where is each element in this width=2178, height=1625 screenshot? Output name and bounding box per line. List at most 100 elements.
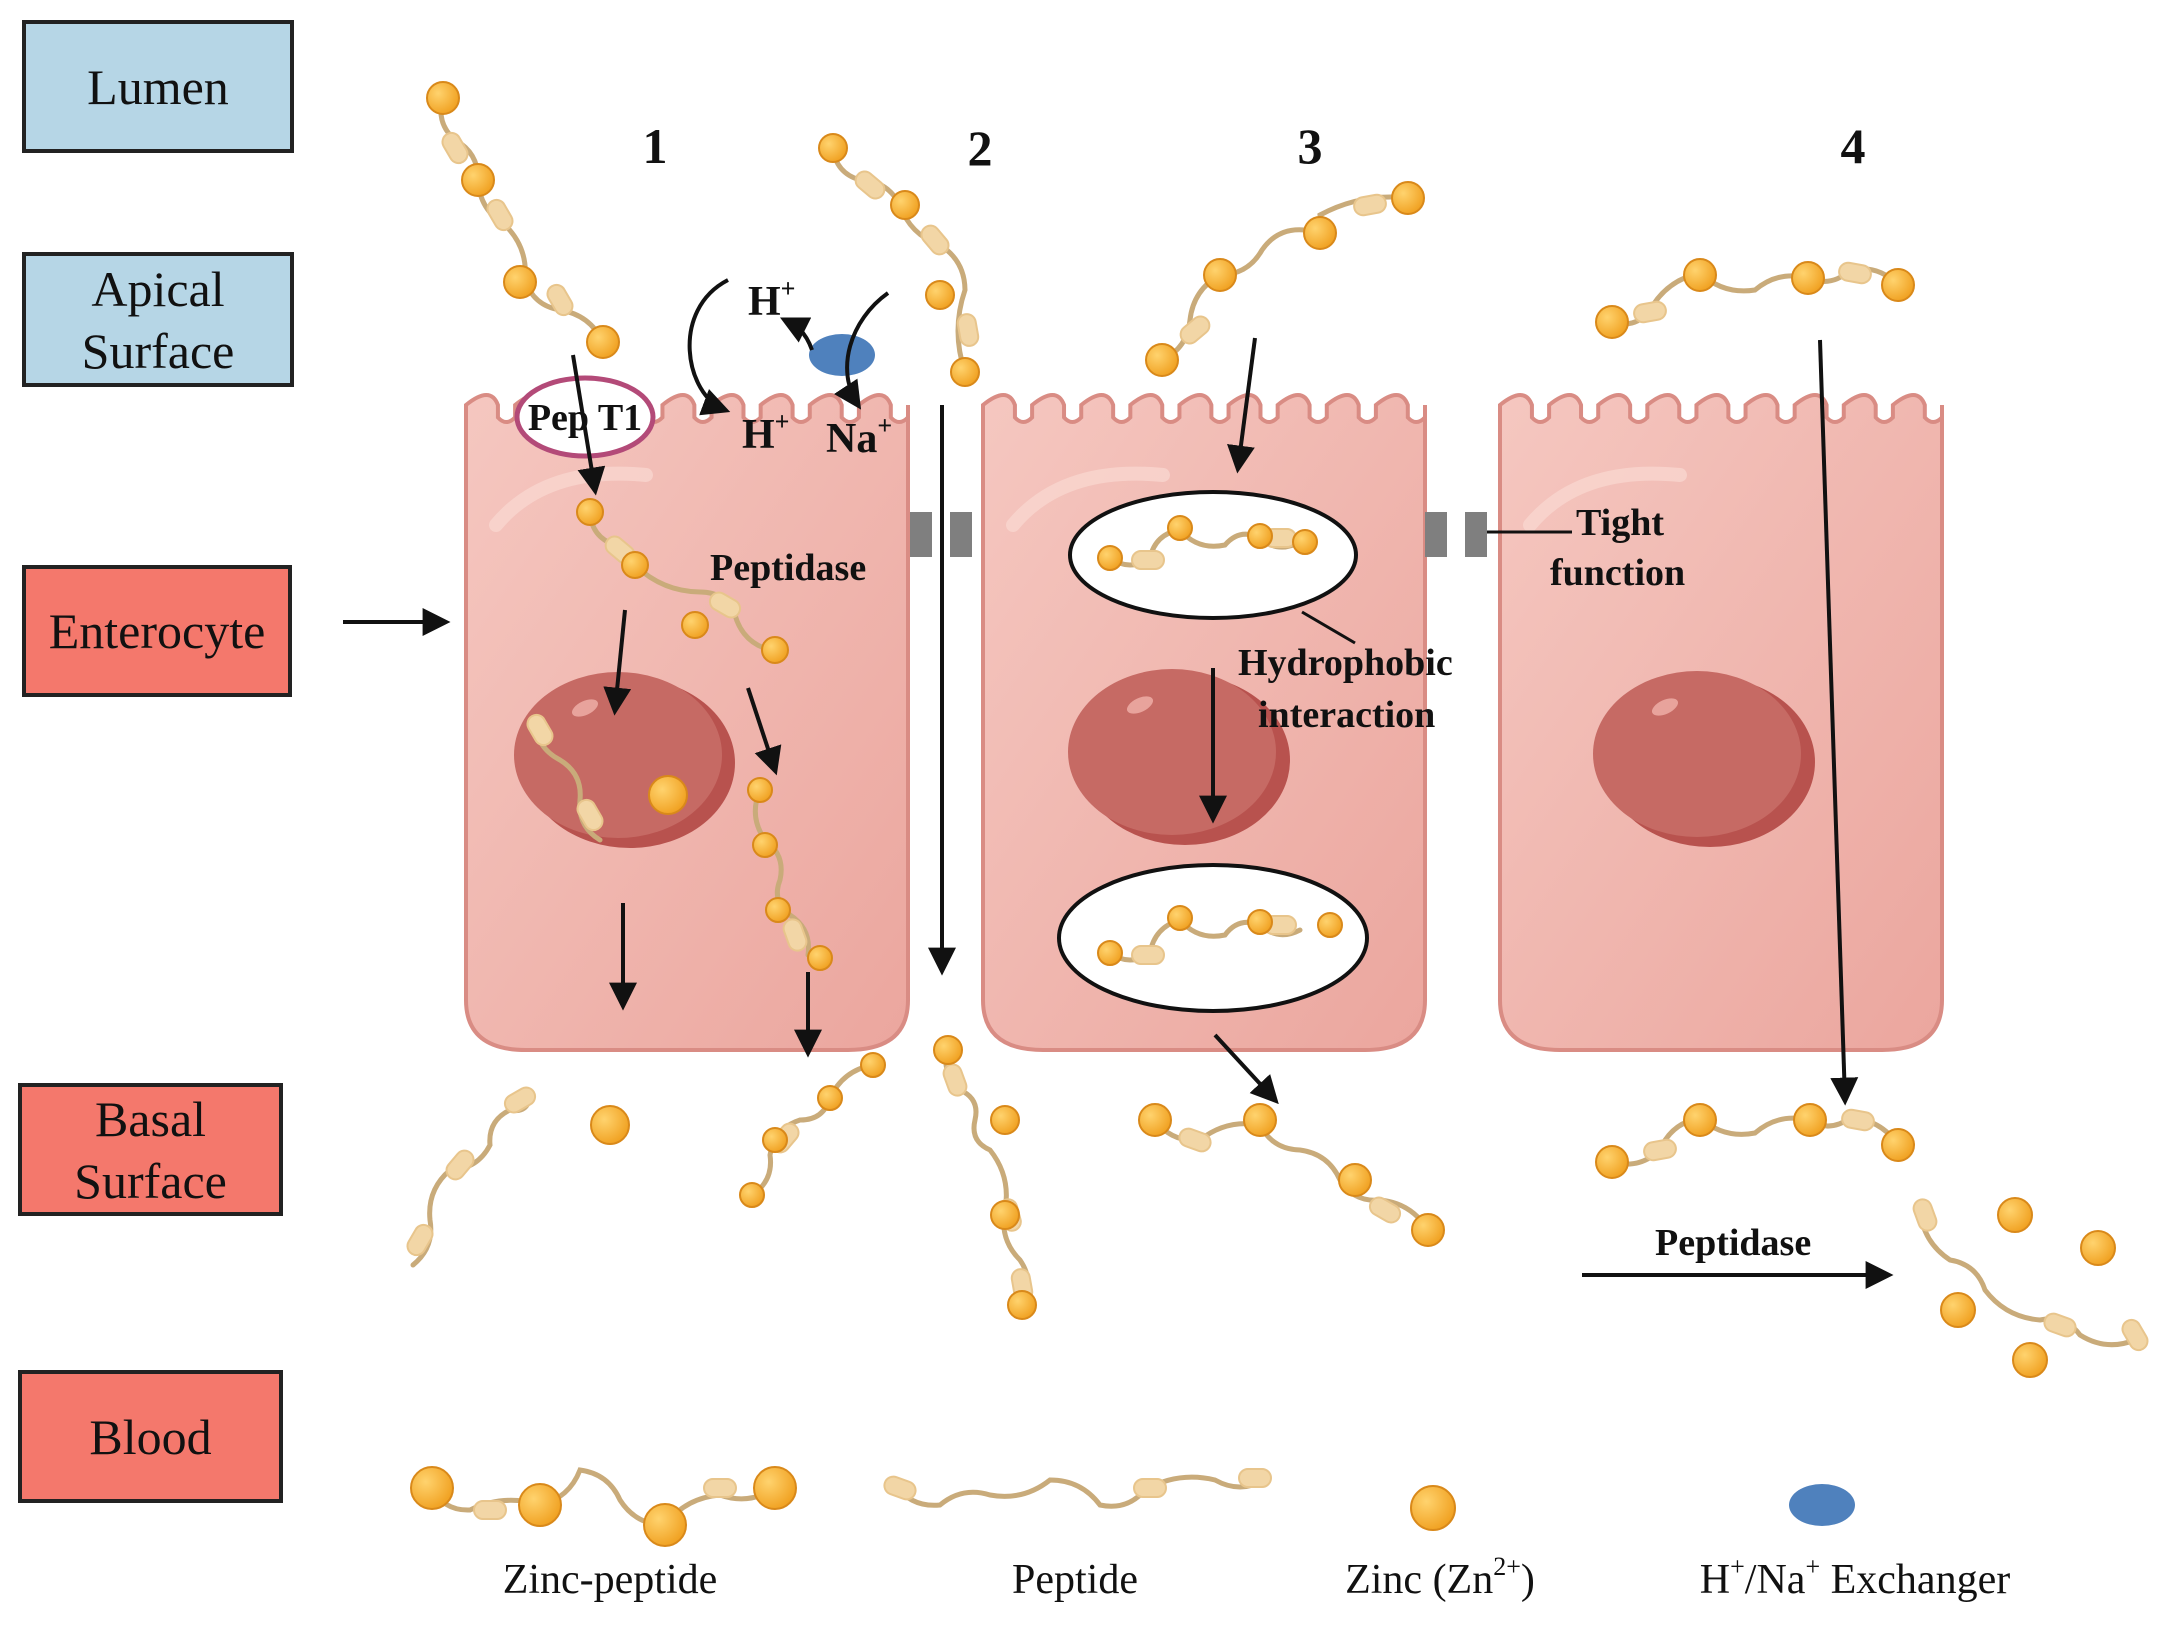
arrow-na-in bbox=[834, 291, 890, 410]
peptide-cell-1a-residue-1 bbox=[576, 798, 604, 832]
zinc-peptide-vesicle-bottom-zinc-2 bbox=[1247, 909, 1273, 935]
zinc-peptide-lumen-3-zinc-1 bbox=[1203, 258, 1237, 292]
zinc-peptide-basal-4 bbox=[1138, 1103, 1445, 1247]
label-lumen: Lumen bbox=[22, 20, 294, 153]
arrow-h-in bbox=[687, 278, 731, 416]
pathway-number-4: 4 bbox=[1841, 118, 1866, 174]
zinc-peptide-lumen-1-zinc-0 bbox=[426, 81, 460, 115]
zinc-peptide-vesicle-top-zinc-1 bbox=[1167, 515, 1193, 541]
zinc-peptide-lumen-1-zinc-2 bbox=[503, 265, 537, 299]
h-plus-lumen-label: H+ bbox=[748, 274, 796, 325]
legend-exchanger-label: H+/Na+ Exchanger bbox=[1700, 1552, 2010, 1603]
zinc-peptide-cell-1b-zinc-3 bbox=[807, 945, 833, 971]
zinc-peptide-lumen-4-zinc-1 bbox=[1683, 258, 1717, 292]
peptidase-blood-label: Peptidase bbox=[1655, 1222, 1811, 1264]
nucleus-cell-3 bbox=[1593, 671, 1815, 847]
zinc-peptide-vesicle-top-residue-0 bbox=[1131, 550, 1165, 570]
zinc-peptide-lumen-4-residue-1 bbox=[1838, 261, 1872, 285]
legend-peptide-icon-residue-0 bbox=[883, 1475, 917, 1501]
legend-zinc-peptide-icon-residue-1 bbox=[703, 1478, 737, 1498]
h-plus-cell-label: H+ bbox=[742, 407, 790, 458]
zinc-peptide-lumen-2-zinc-2 bbox=[925, 280, 955, 310]
zinc-peptide-lumen-1-residue-2 bbox=[546, 283, 574, 317]
zinc-peptide-lumen-4-zinc-0 bbox=[1595, 305, 1629, 339]
legend-zinc-label: Zinc (Zn2+) bbox=[1345, 1552, 1535, 1603]
exchanger-icon bbox=[809, 334, 875, 376]
zinc-peptide-basal-4-residue-0 bbox=[1178, 1127, 1212, 1153]
zinc-peptide-lumen-2-residue-1 bbox=[920, 224, 950, 256]
zinc-peptide-basal-5-residue-1 bbox=[1841, 1108, 1875, 1132]
zinc-peptide-basal-3-zinc-3 bbox=[1007, 1290, 1037, 1320]
legend-zinc-peptide-icon-zinc-0 bbox=[410, 1466, 454, 1510]
peptide-blood-digested-backbone bbox=[1917, 1207, 2138, 1348]
zinc-peptide-basal-3-zinc-0 bbox=[933, 1035, 963, 1065]
arrow-transcellular-4 bbox=[1818, 339, 1859, 1106]
zinc-peptide-basal-5 bbox=[1595, 1103, 1915, 1179]
zinc-peptide-basal-5-zinc-1 bbox=[1683, 1103, 1717, 1137]
zinc-peptide-cell-1b-zinc-2 bbox=[765, 897, 791, 923]
cell-1-highlight bbox=[489, 466, 653, 532]
tight-junction-1 bbox=[910, 512, 972, 557]
zinc-peptide-lumen-2-residue-0 bbox=[854, 170, 886, 200]
zinc-peptide-basal-4-zinc-2 bbox=[1338, 1163, 1372, 1197]
zinc-peptide-basal-2-zinc-1 bbox=[762, 1127, 788, 1153]
zinc-peptide-basal-4-zinc-3 bbox=[1411, 1213, 1445, 1247]
zinc-peptide-lumen-4-residue-0 bbox=[1633, 300, 1667, 324]
molecules bbox=[406, 81, 2149, 1547]
arrow-h-out bbox=[779, 317, 814, 351]
legend-zinc-icon bbox=[1410, 1485, 1456, 1531]
peptide-basal-1-residue-1 bbox=[445, 1149, 475, 1181]
zinc-nucleus-cell-1 bbox=[648, 775, 688, 815]
zinc-peptide-basal-2 bbox=[739, 1052, 886, 1208]
peptide-blood-digested-residue-1 bbox=[2043, 1312, 2077, 1338]
zinc-peptide-cell-1-zinc-0 bbox=[576, 498, 604, 526]
zinc-peptide-basal-4-zinc-0 bbox=[1138, 1103, 1172, 1137]
legend-zinc-peptide-icon bbox=[410, 1466, 797, 1547]
zinc-peptide-lumen-2 bbox=[818, 133, 980, 387]
legend-peptide-icon-backbone bbox=[892, 1474, 1268, 1509]
zinc-peptide-lumen-1-zinc-3 bbox=[586, 325, 620, 359]
zinc-peptide-basal-2-zinc-3 bbox=[860, 1052, 886, 1078]
zinc-peptide-basal-5-residue-0 bbox=[1643, 1138, 1677, 1162]
zinc-peptide-lumen-1-residue-1 bbox=[486, 198, 514, 232]
peptide-blood-digested-residue-2 bbox=[2121, 1318, 2149, 1352]
zinc-peptide-vesicle-bottom-zinc-0 bbox=[1097, 940, 1123, 966]
hydrophobic-label-2: interaction bbox=[1258, 694, 1435, 736]
peptide-basal-1 bbox=[406, 1086, 537, 1268]
peptide-blood-digested bbox=[1912, 1198, 2149, 1352]
zinc-peptide-lumen-2-zinc-3 bbox=[950, 357, 980, 387]
legend-peptide-label: Peptide bbox=[1012, 1557, 1138, 1603]
zinc-peptide-cell-1-zinc-3 bbox=[761, 636, 789, 664]
pathway-number-1: 1 bbox=[643, 118, 668, 174]
zinc-peptide-vesicle-top-zinc-3 bbox=[1292, 529, 1318, 555]
legend-peptide-icon bbox=[883, 1468, 1272, 1509]
arrows bbox=[343, 278, 1894, 1289]
zinc-peptide-basal-2-backbone bbox=[749, 1062, 876, 1198]
peptide-cell-1a bbox=[526, 713, 604, 843]
zinc-peptide-basal-4-residue-1 bbox=[1368, 1196, 1402, 1224]
zinc-peptide-lumen-2-zinc-0 bbox=[818, 133, 848, 163]
peptide-cell-1a-residue-0 bbox=[526, 713, 554, 747]
legend-zinc-peptide-icon-zinc-1 bbox=[518, 1483, 562, 1527]
zinc-peptide-lumen-3-backbone bbox=[1159, 194, 1411, 363]
legend-peptide-icon-residue-1 bbox=[1133, 1478, 1167, 1498]
legend-zinc-peptide-icon-residue-0 bbox=[473, 1500, 507, 1520]
zinc-peptide-cell-1-zinc-2 bbox=[681, 611, 709, 639]
zinc-peptide-lumen-1-residue-0 bbox=[441, 131, 469, 165]
zinc-peptide-lumen-1-zinc-1 bbox=[461, 163, 495, 197]
zinc-peptide-cell-1b-residue-0 bbox=[782, 918, 808, 952]
pathway-number-2: 2 bbox=[968, 120, 993, 176]
zinc-peptide-vesicle-bottom-zinc-1 bbox=[1167, 905, 1193, 931]
legend-zinc-peptide-label: Zinc-peptide bbox=[503, 1557, 718, 1603]
zinc-peptide-basal-3-residue-0 bbox=[942, 1063, 968, 1097]
zinc-peptide-vesicle-bottom-residue-0 bbox=[1131, 945, 1165, 965]
zinc-blood-4 bbox=[2012, 1342, 2048, 1378]
arrow-vesicle-out bbox=[1213, 1033, 1279, 1105]
zinc-blood-3 bbox=[1940, 1292, 1976, 1328]
zinc-peptide-lumen-4 bbox=[1595, 258, 1915, 339]
zinc-peptide-lumen-3 bbox=[1145, 181, 1425, 377]
arrow-pept1-uptake bbox=[571, 354, 606, 496]
zinc-peptide-vesicle-bottom bbox=[1097, 905, 1343, 966]
nucleus-cell-2 bbox=[1068, 669, 1290, 845]
